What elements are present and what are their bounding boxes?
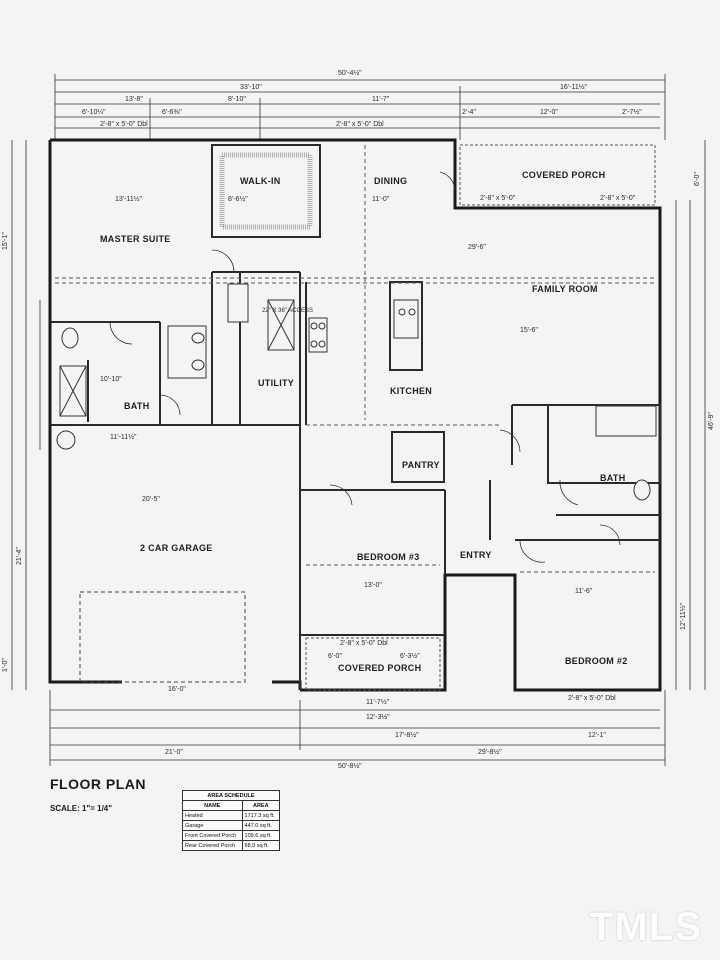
- dim-bath-w: 10'-10": [100, 376, 122, 383]
- dim-front-porch-a: 6'-0": [328, 653, 342, 660]
- room-label-family-room: FAMILY ROOM: [532, 284, 598, 294]
- dim-bot-a: 11'-7½": [366, 699, 390, 706]
- drawing-scale: SCALE: 1"= 1/4": [50, 804, 113, 813]
- dim-top-f: 6'-10¼": [82, 109, 106, 116]
- walk-in-shelving: [219, 152, 313, 230]
- drawing-title: FLOOR PLAN: [50, 776, 146, 792]
- room-label-pantry: PANTRY: [402, 460, 440, 470]
- table-row: Garage 447.0 sq ft.: [182, 820, 281, 831]
- dim-door-front: 2'-8" x 5'-0" Dbl: [340, 640, 388, 647]
- exterior-walls: [48, 138, 662, 692]
- dim-top-h: 2'-4": [462, 109, 476, 116]
- table-row: Heated 1717.3 sq ft.: [182, 810, 281, 821]
- area-row-value: 109.6 sq ft.: [241, 830, 281, 841]
- dim-family-w2: 15'-6": [520, 327, 538, 334]
- room-label-walk-in: WALK-IN: [240, 176, 281, 186]
- area-row-name: Front Covered Porch: [182, 830, 243, 841]
- room-label-entry: ENTRY: [460, 550, 492, 560]
- dim-bot-b: 12'-3½": [366, 714, 390, 721]
- dim-left-a: 15'-1": [2, 232, 9, 250]
- area-schedule-col-name: NAME: [182, 800, 243, 811]
- dim-family-w: 29'-6": [468, 244, 486, 251]
- area-row-value: 447.0 sq ft.: [241, 820, 281, 831]
- dim-garage-bot: 16'-0": [168, 686, 186, 693]
- dim-right-b: 46'-9": [708, 412, 715, 430]
- area-schedule-table: AREA SCHEDULE NAME AREA Heated 1717.3 sq…: [182, 790, 281, 851]
- fixtures: [56, 283, 657, 501]
- room-label-bedroom-3: BEDROOM #3: [357, 552, 420, 562]
- dim-front-porch-b: 6'-3½": [400, 653, 420, 660]
- dim-door-a: 2'-8" x 5'-0" Dbl: [100, 121, 148, 128]
- room-label-dining: DINING: [374, 176, 408, 186]
- dim-top-e: 11'-7": [372, 96, 390, 103]
- dimension-lines: [11, 74, 706, 766]
- room-label-covered-porch-rear: COVERED PORCH: [522, 170, 606, 180]
- dim-bot-d: 12'-1": [588, 732, 606, 739]
- dim-bot-c: 17'-8½": [395, 732, 419, 739]
- dim-dining-w: 11'-0": [372, 196, 390, 203]
- dim-walkin-w: 8'-6½": [228, 196, 248, 203]
- table-row: Rear Covered Porch 98.9 sq ft.: [182, 840, 281, 851]
- room-label-covered-porch-front: COVERED PORCH: [338, 663, 422, 673]
- room-label-bedroom-2: BEDROOM #2: [565, 656, 628, 666]
- dim-top-overall: 50'-4½": [338, 70, 362, 77]
- dim-bot-e: 21'-0": [165, 749, 183, 756]
- room-label-garage: 2 CAR GARAGE: [140, 543, 213, 553]
- dim-bed2-w: 11'-6": [575, 588, 593, 595]
- room-label-bath-master: BATH: [124, 401, 150, 411]
- dim-door-d: 2'-8" x 5'-0": [600, 195, 636, 202]
- table-row: Front Covered Porch 109.6 sq ft.: [182, 830, 281, 841]
- area-row-name: Rear Covered Porch: [182, 840, 243, 851]
- dim-top-d: 8'-10": [228, 96, 246, 103]
- dim-door-bed2: 2'-8" x 5'-0" Dbl: [568, 695, 616, 702]
- room-label-utility: UTILITY: [258, 378, 295, 388]
- area-schedule-heading: AREA SCHEDULE: [182, 790, 280, 801]
- room-label-bath-2: BATH: [600, 473, 626, 483]
- dim-top-g: 6'-6⅜": [162, 109, 182, 116]
- room-label-kitchen: KITCHEN: [390, 386, 433, 396]
- ceiling-lines: [55, 145, 655, 573]
- door-swings: [109, 171, 621, 563]
- interior-walls: [50, 144, 661, 690]
- area-row-name: Garage: [182, 820, 243, 831]
- attic-access-label: 22" X 36" ACCESS: [262, 308, 313, 314]
- dim-door-b: 2'-8" x 5'-0" Dbl: [336, 121, 384, 128]
- dim-bot-overall: 50'-8½": [338, 763, 362, 770]
- porch-outlines: [305, 144, 656, 691]
- area-schedule-col-area: AREA: [241, 800, 281, 811]
- watermark-logo: TMLS: [589, 905, 702, 949]
- dim-left-b: 21'-4": [16, 547, 23, 565]
- area-row-value: 1717.3 sq ft.: [241, 810, 281, 821]
- dim-right-a: 6'-0": [694, 172, 701, 186]
- dim-left-c: 1'-0": [2, 658, 9, 672]
- dim-garage-top: 11'-11½": [110, 434, 137, 441]
- area-row-value: 98.9 sq ft.: [241, 840, 281, 851]
- dim-top-b: 16'-11½": [560, 84, 588, 91]
- dim-top-j: 2'-7½": [622, 109, 642, 116]
- dim-top-c: 13'-8": [125, 96, 143, 103]
- area-row-name: Heated: [182, 810, 243, 821]
- dim-bed3-w: 13'-0": [364, 582, 382, 589]
- dim-master-w: 13'-11½": [115, 196, 143, 203]
- dim-bot-f: 29'-8½": [478, 749, 502, 756]
- dim-door-c: 2'-8" x 5'-0": [480, 195, 516, 202]
- garage-door: [79, 591, 246, 683]
- dim-top-a: 33'-10": [240, 84, 262, 91]
- room-label-master-suite: MASTER SUITE: [100, 234, 171, 244]
- dim-right-c: 12'-11½": [680, 602, 687, 630]
- dim-garage-w: 20'-5": [142, 496, 160, 503]
- dim-top-i: 12'-0": [540, 109, 558, 116]
